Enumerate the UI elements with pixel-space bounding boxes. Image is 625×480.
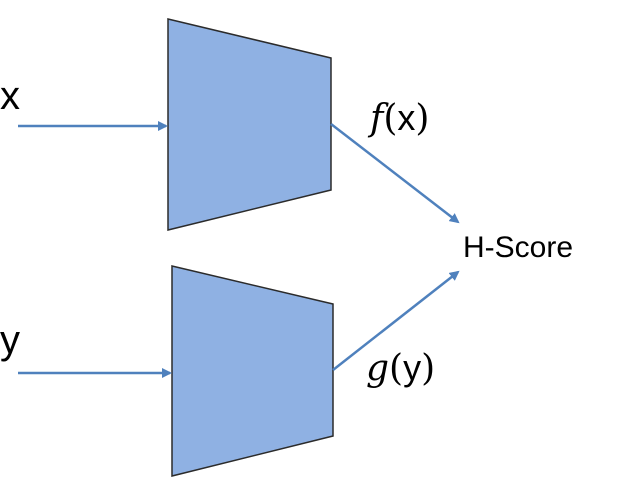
output-label-f-close: ) <box>415 98 430 139</box>
output-label-g-arg: y <box>403 347 422 388</box>
output-label-g: g(y) <box>366 350 435 387</box>
input-label-y: y <box>0 318 20 362</box>
input-label-x: x <box>0 74 20 118</box>
output-label-f: f(x) <box>370 100 429 137</box>
output-label-g-close: ) <box>421 348 436 389</box>
encoder-block-bottom <box>171 265 334 477</box>
encoder-block-top <box>167 18 332 231</box>
output-arrow-g <box>332 270 460 371</box>
output-label-g-fn: g <box>366 348 390 389</box>
h-score-label: H-Score <box>463 231 574 264</box>
output-label-f-fn: f <box>370 98 384 139</box>
output-label-f-arg: x <box>397 97 416 138</box>
output-label-f-open: ( <box>383 98 398 139</box>
output-arrow-f <box>330 123 460 224</box>
output-label-g-open: ( <box>389 348 404 389</box>
